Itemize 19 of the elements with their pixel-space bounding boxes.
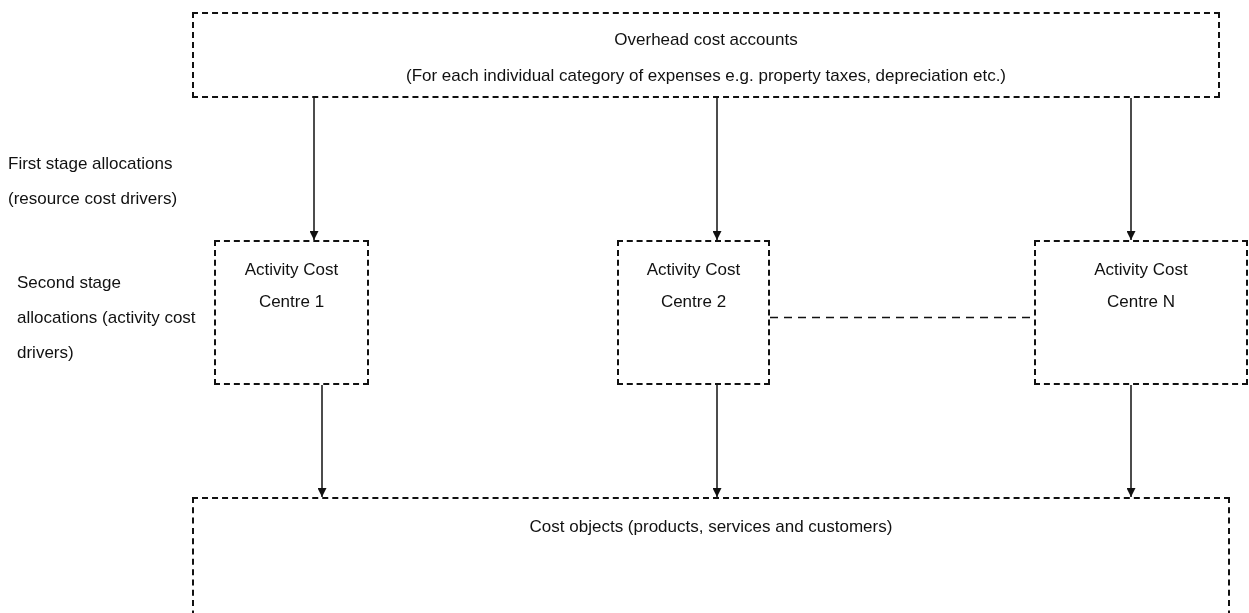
- node-title: Activity Cost Centre 2: [645, 259, 742, 313]
- node-description: (For each individual category of expenses e.g. property taxes, depreciation etc.): [405, 65, 1006, 87]
- dashed-box: [1034, 240, 1248, 385]
- dashed-box: [192, 12, 1220, 98]
- dashed-box: [617, 240, 770, 385]
- dashed-box: [214, 240, 369, 385]
- stage-label: Second stage allocations (activity cost drivers): [17, 272, 197, 364]
- arrow: [712, 384, 722, 498]
- stage-label: First stage allocations (resource cost drivers): [8, 153, 179, 210]
- node-title: Cost objects (products, services and customers): [529, 516, 893, 538]
- arrow: [317, 384, 327, 498]
- arrow: [712, 97, 722, 241]
- arrow: [1126, 384, 1136, 498]
- node-title: Overhead cost accounts: [614, 29, 798, 51]
- arrow: [309, 97, 319, 241]
- node-title: Activity Cost Centre N: [1093, 259, 1189, 313]
- dashed-box: [192, 497, 1230, 613]
- node-title: Activity Cost Centre 1: [243, 259, 340, 313]
- arrow: [1126, 97, 1136, 241]
